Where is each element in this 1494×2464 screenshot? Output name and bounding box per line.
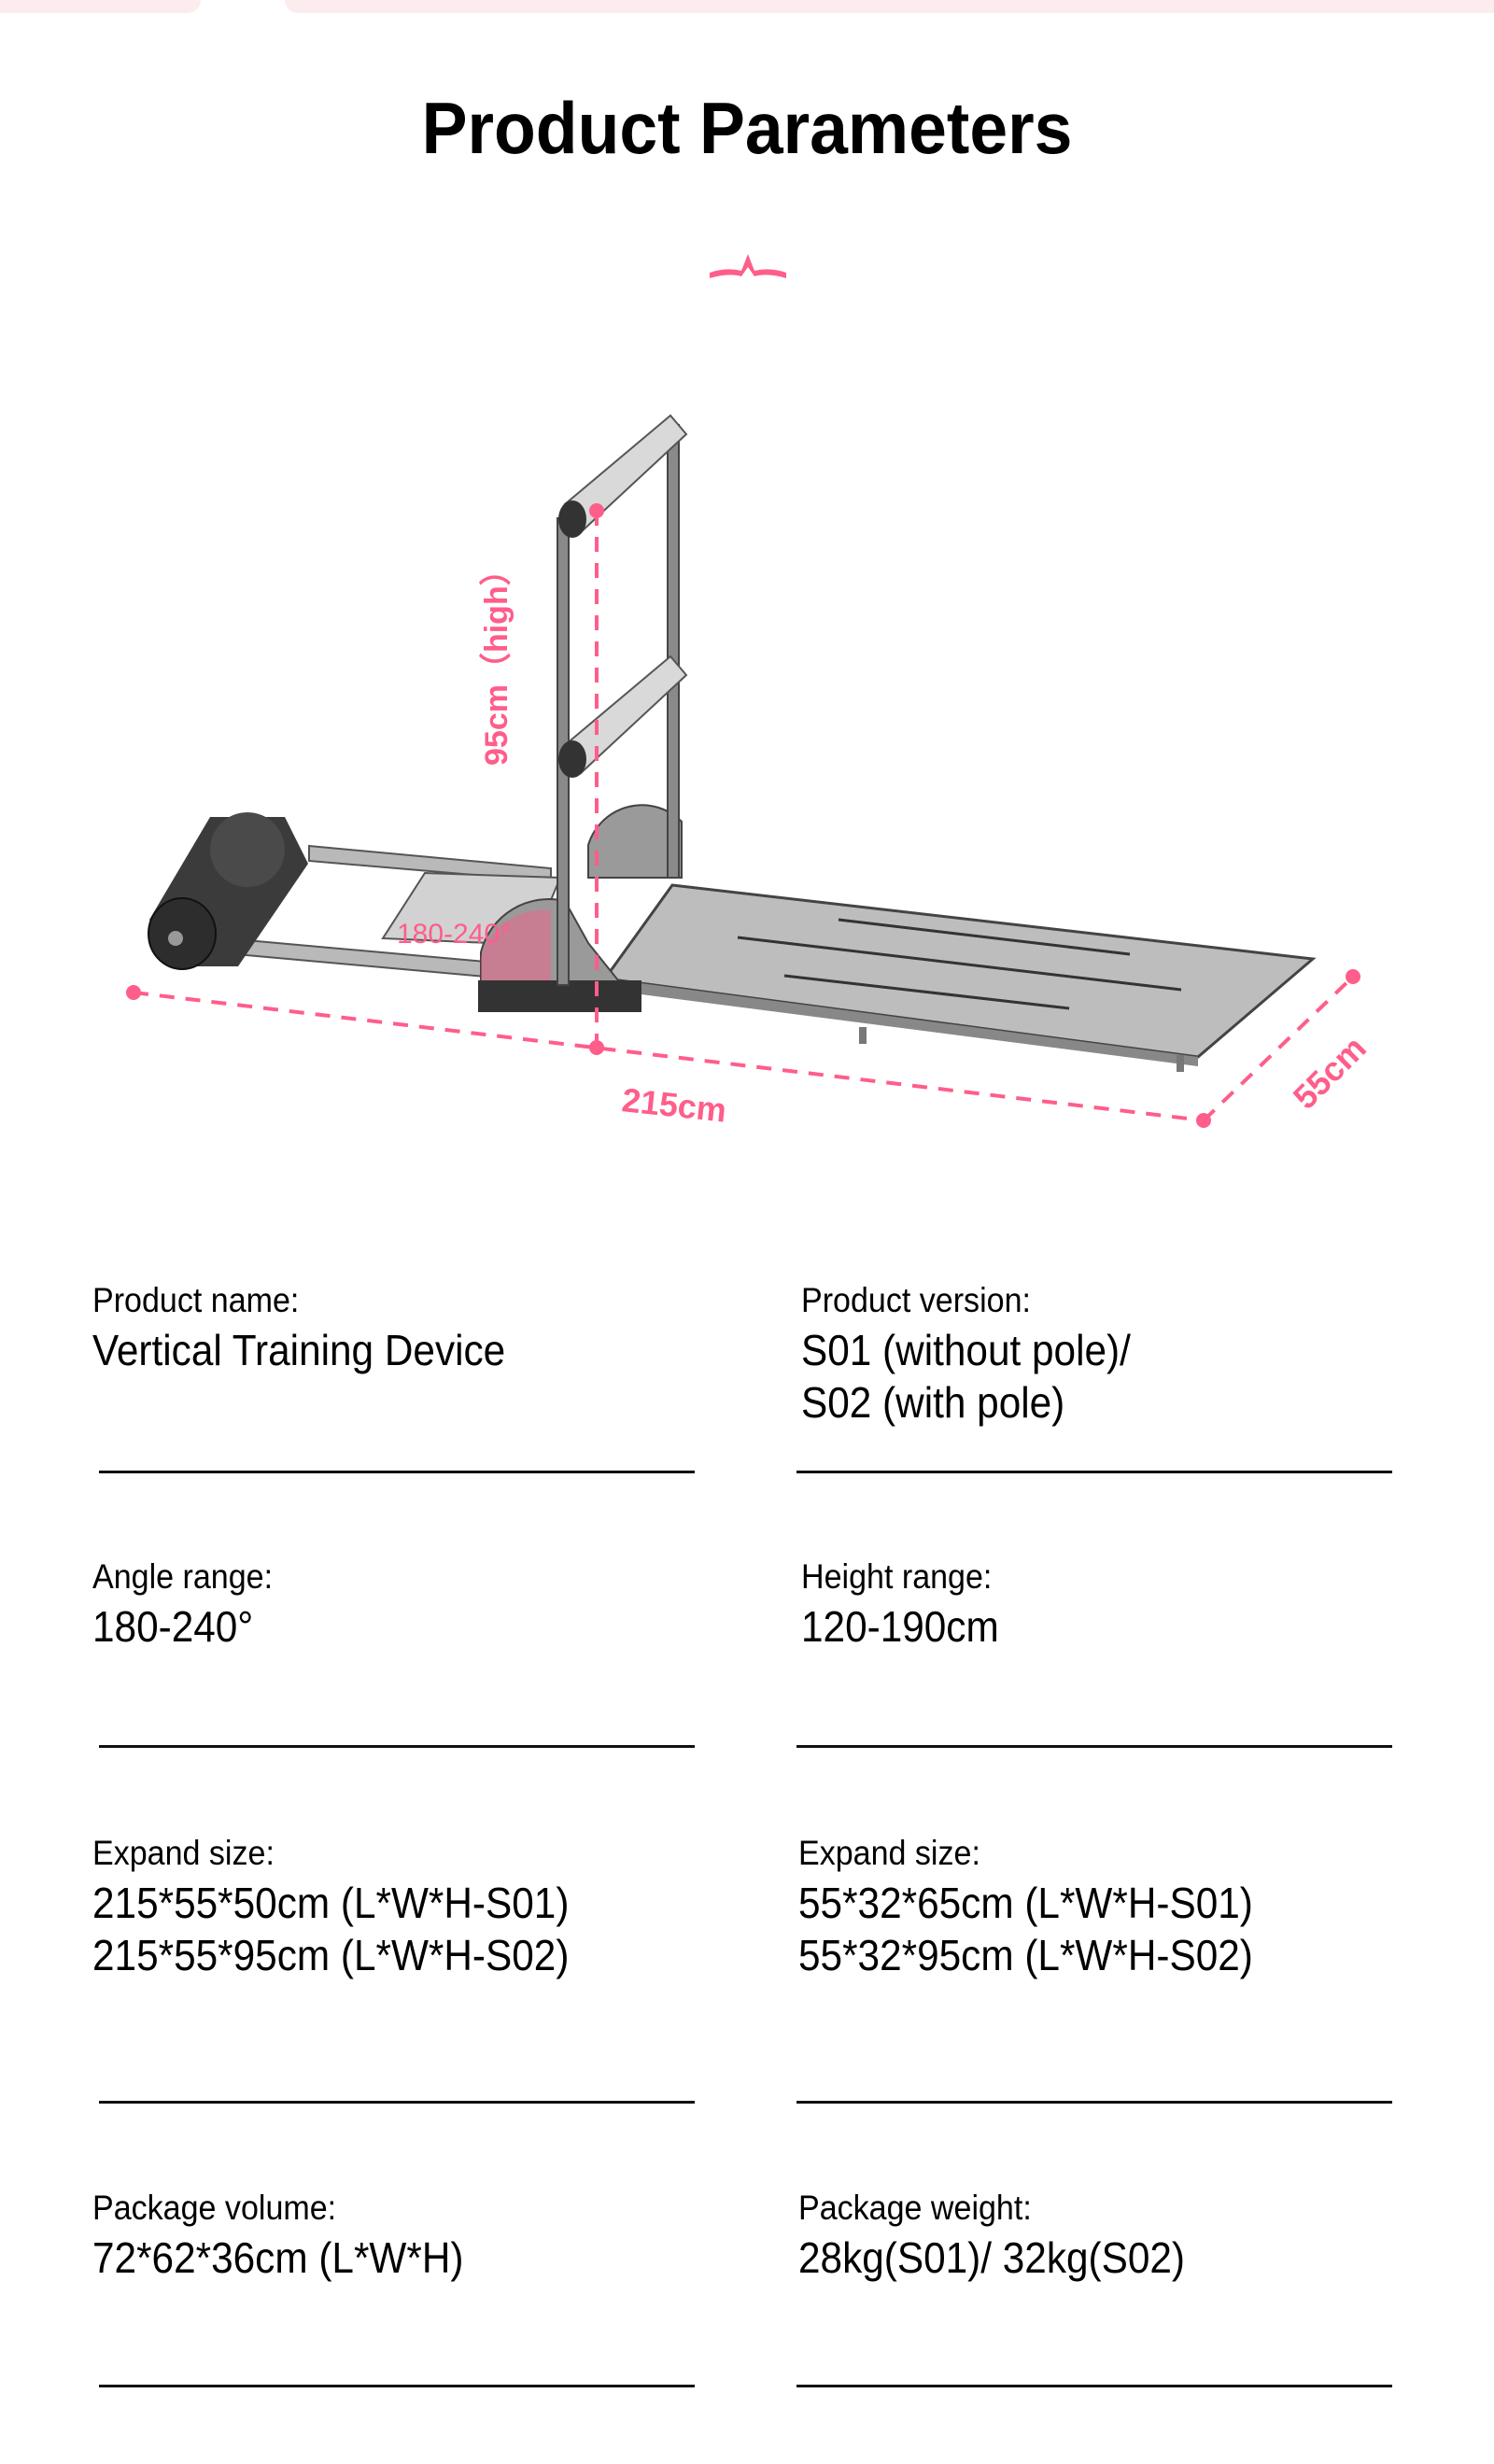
param-label-product-name: Product name: [92,1281,300,1319]
divider [99,1745,695,1748]
width-dimension-label: 55cm [1286,1029,1374,1117]
divider [99,1471,695,1473]
divider [796,2385,1392,2387]
param-value-product-version-line2: S02 (with pole) [801,1378,1065,1427]
length-dimension-label: 215cm [620,1080,728,1129]
height-dimension-label: 95cm（high） [478,554,514,766]
param-label-product-version: Product version: [801,1281,1031,1319]
param-label-expand-size-2: Expand size: [798,1834,980,1872]
dimension-dots [126,503,1360,1128]
param-label-package-weight: Package weight: [798,2189,1032,2227]
param-label-height-range: Height range: [801,1557,993,1596]
top-decoration-left [0,0,201,13]
param-value-product-version-line1: S01 (without pole)/ [801,1326,1131,1374]
param-label-package-volume: Package volume: [92,2189,337,2227]
top-decoration-right [285,0,1494,13]
param-label-expand-size: Expand size: [92,1834,275,1872]
divider [796,1471,1392,1473]
param-value-package-weight: 28kg(S01)/ 32kg(S02) [798,2233,1186,2282]
param-value-height-range: 120-190cm [801,1602,999,1651]
param-value-product-name: Vertical Training Device [92,1326,506,1374]
divider [796,2101,1392,2104]
param-value-angle-range: 180-240° [92,1602,254,1651]
param-value-expand-size-2-line1: 55*32*65cm (L*W*H-S01) [798,1879,1253,1927]
divider-ornament-icon [710,254,786,278]
page-title: Product Parameters [421,87,1073,169]
divider [99,2101,695,2104]
product-diagram: 95cm（high） 180-240° 215cm 55cm [126,414,1374,1130]
dimension-lines [133,511,1355,1122]
divider [796,1745,1392,1748]
angle-dimension-label: 180-240° [397,919,511,950]
param-label-angle-range: Angle range: [92,1557,274,1596]
divider [99,2385,695,2387]
device-illustration [148,414,1317,1072]
param-value-expand-size-line1: 215*55*50cm (L*W*H-S01) [92,1879,570,1927]
param-value-package-volume: 72*62*36cm (L*W*H) [92,2233,464,2282]
param-value-expand-size-2-line2: 55*32*95cm (L*W*H-S02) [798,1931,1253,1979]
param-value-expand-size-line2: 215*55*95cm (L*W*H-S02) [92,1931,570,1979]
